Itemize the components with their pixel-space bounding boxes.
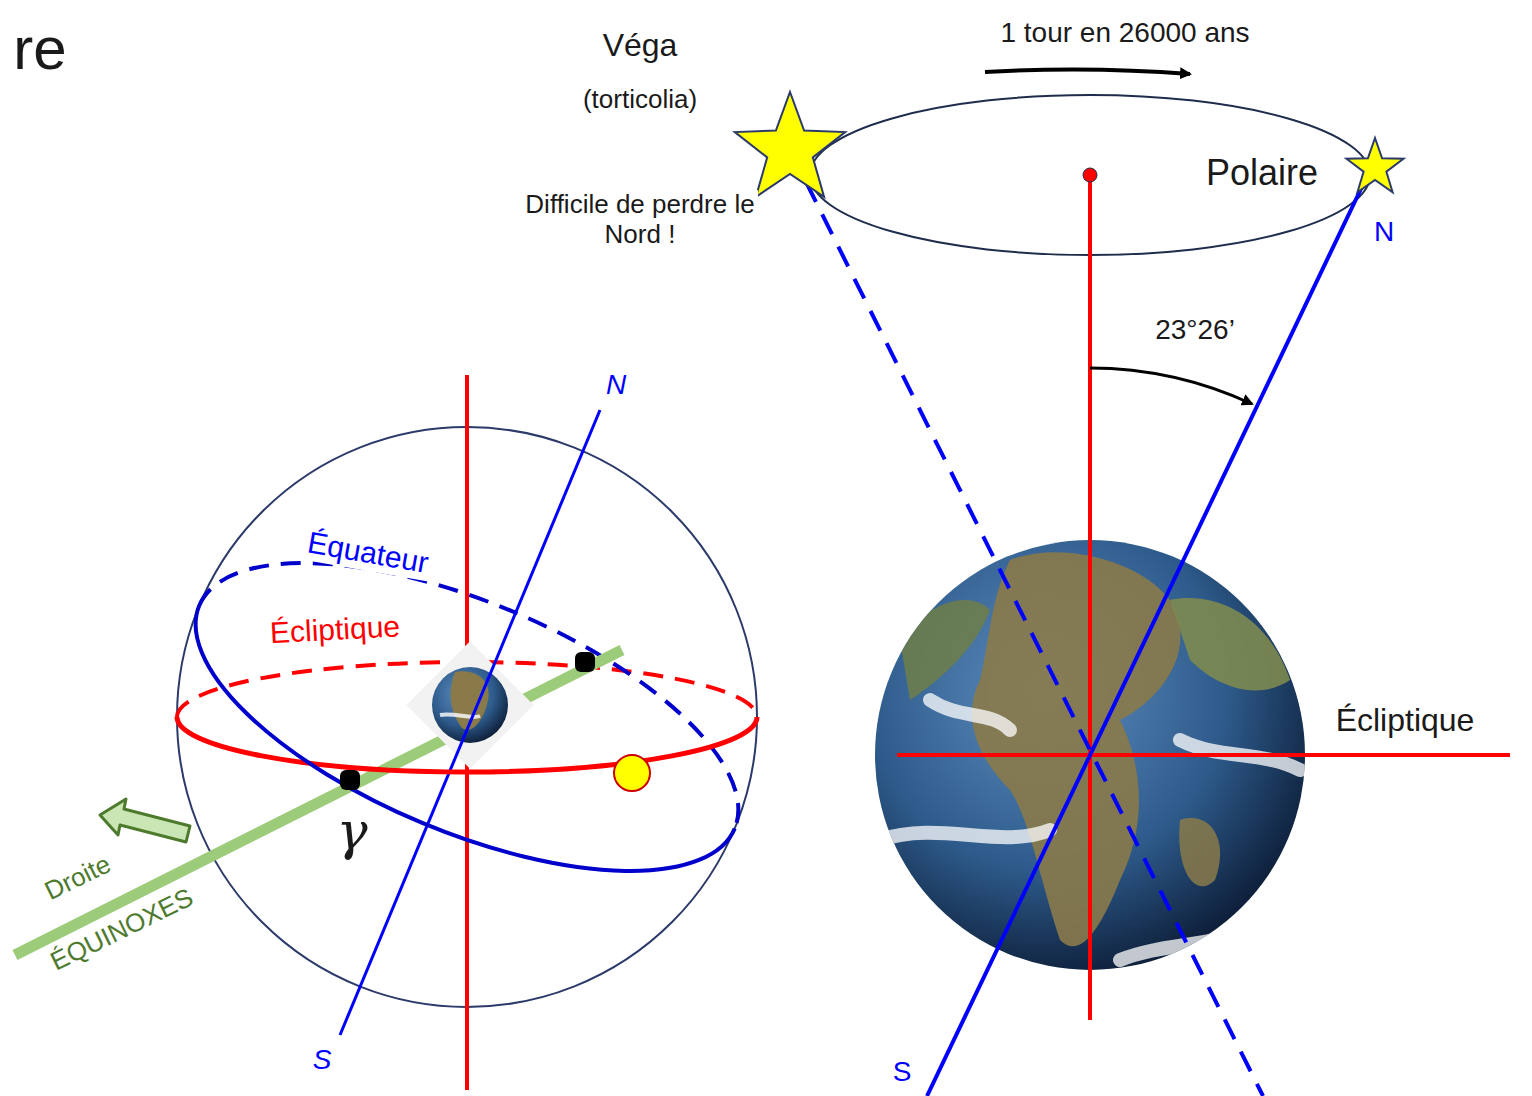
polaris-star [1347, 138, 1404, 192]
star-name: Polaire [1203, 152, 1321, 193]
equator-back [199, 499, 779, 828]
ecliptic-pole-axis [1088, 175, 1092, 1020]
autumnal-point [575, 652, 595, 672]
ecliptic-line [897, 753, 1510, 757]
ecliptic-label: Écliptique [266, 609, 404, 651]
vernal-point-symbol: γ [333, 802, 370, 862]
earth-axis [927, 170, 1370, 1096]
sun [614, 755, 650, 791]
line-label: Droite [38, 848, 119, 908]
equinox-line [15, 650, 622, 955]
vega-star [735, 92, 845, 197]
period-label: 1 tour en 26000 ans [997, 17, 1252, 49]
star-name: Véga [600, 27, 681, 64]
vernal-point [340, 770, 360, 790]
pole-label: S [310, 1044, 335, 1076]
ecliptic-front [177, 717, 757, 772]
angle-label: 23°26’ [1152, 314, 1238, 346]
earth-axis-left [340, 410, 600, 1035]
pole-label: N [603, 369, 629, 401]
small-earth [406, 641, 533, 768]
future-earth-axis [790, 150, 1263, 1096]
pole-label: S [890, 1056, 915, 1088]
equator-label: Équateur [302, 525, 434, 581]
pole-label: N [1371, 216, 1397, 248]
ecliptic-pole-dot [1083, 168, 1097, 182]
tilt-angle-arc [1090, 368, 1252, 404]
rotation-arrow [985, 69, 1190, 74]
star-note: (torticolia) [580, 85, 700, 115]
joke-note: Difficile de perdre le Nord ! [522, 190, 758, 250]
ecliptic-label: Écliptique [1333, 702, 1478, 739]
equator-front [155, 606, 735, 935]
cut-title: re [10, 14, 69, 83]
direction-arrow [100, 799, 190, 842]
